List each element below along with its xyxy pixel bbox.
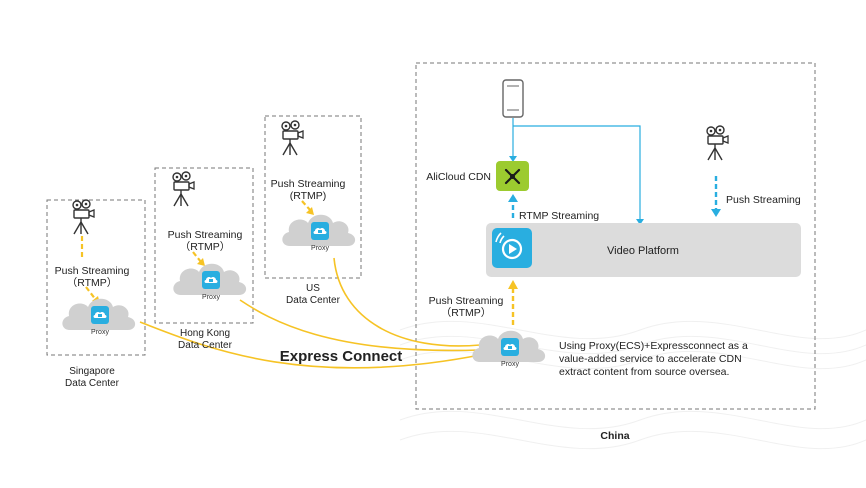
express-connect-label: Express Connect — [280, 348, 403, 365]
hongkong-dc-box — [154, 167, 254, 324]
china-proxy-cloud-icon — [472, 330, 546, 362]
camera-tripod-icon — [706, 125, 729, 161]
us-dc-label-1: US — [306, 283, 320, 294]
us-proxy-cloud-icon — [282, 214, 356, 246]
description-line-2: value-added service to accelerate CDN — [559, 353, 742, 365]
us-dc-box — [264, 115, 362, 279]
description-line-1: Using Proxy(ECS)+Expressconnect as a — [559, 340, 748, 352]
us-dc-label-2: Data Center — [286, 295, 341, 306]
video-platform-bar — [486, 223, 801, 277]
china-region-box — [415, 62, 816, 410]
china-push-label-1: Push Streaming — [429, 295, 504, 307]
singapore-proxy-cloud-icon — [62, 298, 136, 330]
us-push-label-1: Push Streaming — [271, 178, 346, 190]
rtmp-streaming-label: RTMP Streaming — [519, 210, 599, 222]
singapore-dc-label-2: Data Center — [65, 378, 120, 389]
video-platform-icon — [492, 228, 532, 268]
singapore-proxy-label: Proxy — [91, 329, 109, 336]
hongkong-proxy-label: Proxy — [202, 294, 220, 301]
singapore-push-label-1: Push Streaming — [55, 265, 130, 277]
camera-tripod-icon — [72, 199, 95, 235]
hongkong-dc-label-2: Data Center — [178, 340, 233, 351]
singapore-push-label-2: （RTMP） — [67, 277, 118, 289]
hongkong-push-label-2: （RTMP） — [180, 241, 231, 253]
hongkong-dc-label-1: Hong Kong — [180, 328, 230, 339]
camera-tripod-icon — [281, 120, 304, 156]
china-proxy-label: Proxy — [501, 361, 519, 368]
china-push-streaming-label: Push Streaming — [726, 194, 801, 206]
video-platform-label: Video Platform — [607, 245, 679, 257]
us-proxy-label: Proxy — [311, 245, 329, 252]
china-push-label-2: （RTMP） — [441, 307, 492, 319]
alicloud-cdn-label: AliCloud CDN — [426, 171, 491, 183]
singapore-dc-box — [46, 199, 146, 356]
smartphone-icon — [502, 79, 524, 118]
description-line-3: extract content from source oversea. — [559, 366, 729, 378]
us-push-label-2: (RTMP) — [290, 190, 327, 202]
express-connect-lines — [139, 257, 481, 369]
camera-tripod-icon — [172, 171, 195, 207]
singapore-dc-label-1: Singapore — [69, 366, 115, 377]
hongkong-proxy-cloud-icon — [173, 263, 247, 295]
cdn-icon — [496, 161, 529, 191]
hongkong-push-label-1: Push Streaming — [168, 229, 243, 241]
china-label: China — [600, 430, 629, 442]
